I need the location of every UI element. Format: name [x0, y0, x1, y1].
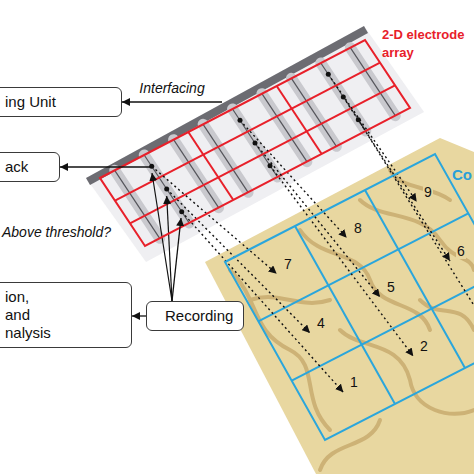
callout-number: 2 [419, 338, 429, 354]
cortex-grid [258, 190, 474, 404]
box-text: ion, and nalysis [5, 288, 51, 342]
sulcus [230, 270, 330, 430]
callout-number: 4 [316, 315, 326, 331]
cortex-outline [205, 138, 474, 474]
box-text: ing Unit [5, 93, 111, 111]
mapping-arrow [152, 166, 277, 273]
electrode-dot [164, 187, 169, 192]
mapping-arrows [152, 74, 474, 392]
box-text: Recording [165, 307, 233, 325]
connector [122, 101, 222, 102]
mapping-arrow [343, 97, 450, 261]
condition-note: Above threshold? [2, 224, 111, 240]
sulcus [300, 230, 430, 330]
mapping-arrow [328, 74, 416, 201]
electrode-dot [356, 117, 361, 122]
grid-line [188, 132, 233, 200]
mapping-arrow [240, 120, 347, 237]
callout-number: 8 [353, 220, 363, 236]
callout-number: 7 [283, 256, 293, 272]
region-heading: Co [452, 166, 474, 184]
callout-number: 6 [456, 243, 466, 259]
grid-line [365, 190, 465, 368]
process-box: ack [0, 152, 60, 182]
grid-line [115, 63, 380, 201]
process-box: ing Unit [0, 87, 122, 117]
edge-label: Interfacing [139, 80, 204, 96]
connector [132, 315, 146, 316]
cortex-outline-line [225, 154, 474, 440]
electrode-dot [179, 209, 184, 214]
grid-line [277, 86, 322, 154]
callout-number: 9 [423, 184, 433, 200]
process-box: Recording [146, 301, 244, 331]
cortex-region: Co [205, 138, 474, 474]
electrode-dot [341, 95, 346, 100]
electrode-array: 2-D electrode array [95, 20, 415, 252]
sulcus [420, 300, 474, 330]
connector [60, 166, 150, 167]
connector [172, 218, 181, 301]
mapping-connector [255, 143, 380, 297]
mapping-arrow [358, 120, 474, 320]
callout-number: 5 [386, 279, 396, 295]
electrode-dot [326, 72, 331, 77]
cortex-photo [205, 138, 474, 474]
electrode-dot [238, 118, 243, 123]
array-outline [95, 20, 415, 252]
box-text: ack [5, 158, 49, 176]
region-heading: 2-D electrode array [382, 26, 472, 62]
process-box: ion, and nalysis [0, 282, 132, 348]
callout-number: 1 [349, 374, 359, 390]
electrode-dot [149, 164, 154, 169]
mapping-arrow [270, 166, 413, 357]
grid-line [295, 226, 395, 404]
